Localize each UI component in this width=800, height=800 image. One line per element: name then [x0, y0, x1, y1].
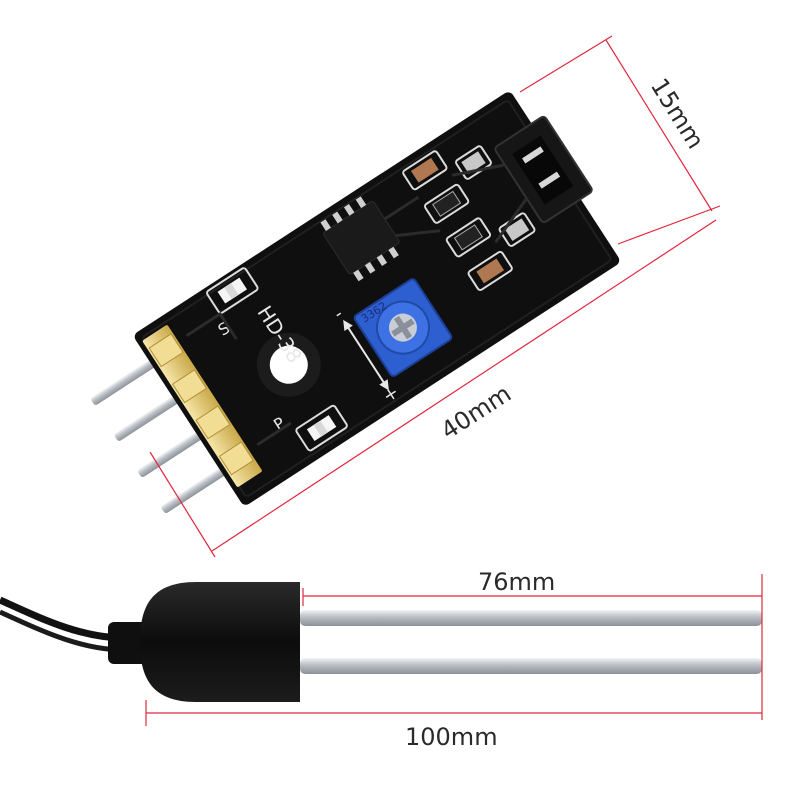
pin-header-block	[142, 325, 262, 487]
probe-connector	[494, 115, 593, 224]
sensor-module: HD-38 S P 3362 - +	[91, 92, 620, 513]
power-led	[295, 404, 348, 452]
dimension-prong-label: 76mm	[478, 568, 555, 596]
signal-led	[206, 267, 259, 314]
comparator-chip	[320, 196, 400, 282]
probe-prong-top	[300, 610, 762, 626]
soil-probe	[0, 582, 762, 702]
dimension-total-label: 100mm	[405, 723, 498, 751]
module-dimensions	[149, 35, 721, 558]
pcb-board	[134, 92, 620, 505]
probe-head	[140, 582, 300, 702]
probe-prong-bottom	[300, 658, 762, 674]
smd-components	[402, 145, 536, 291]
probe-dimensions	[145, 574, 763, 726]
potentiometer: 3362	[353, 278, 453, 377]
